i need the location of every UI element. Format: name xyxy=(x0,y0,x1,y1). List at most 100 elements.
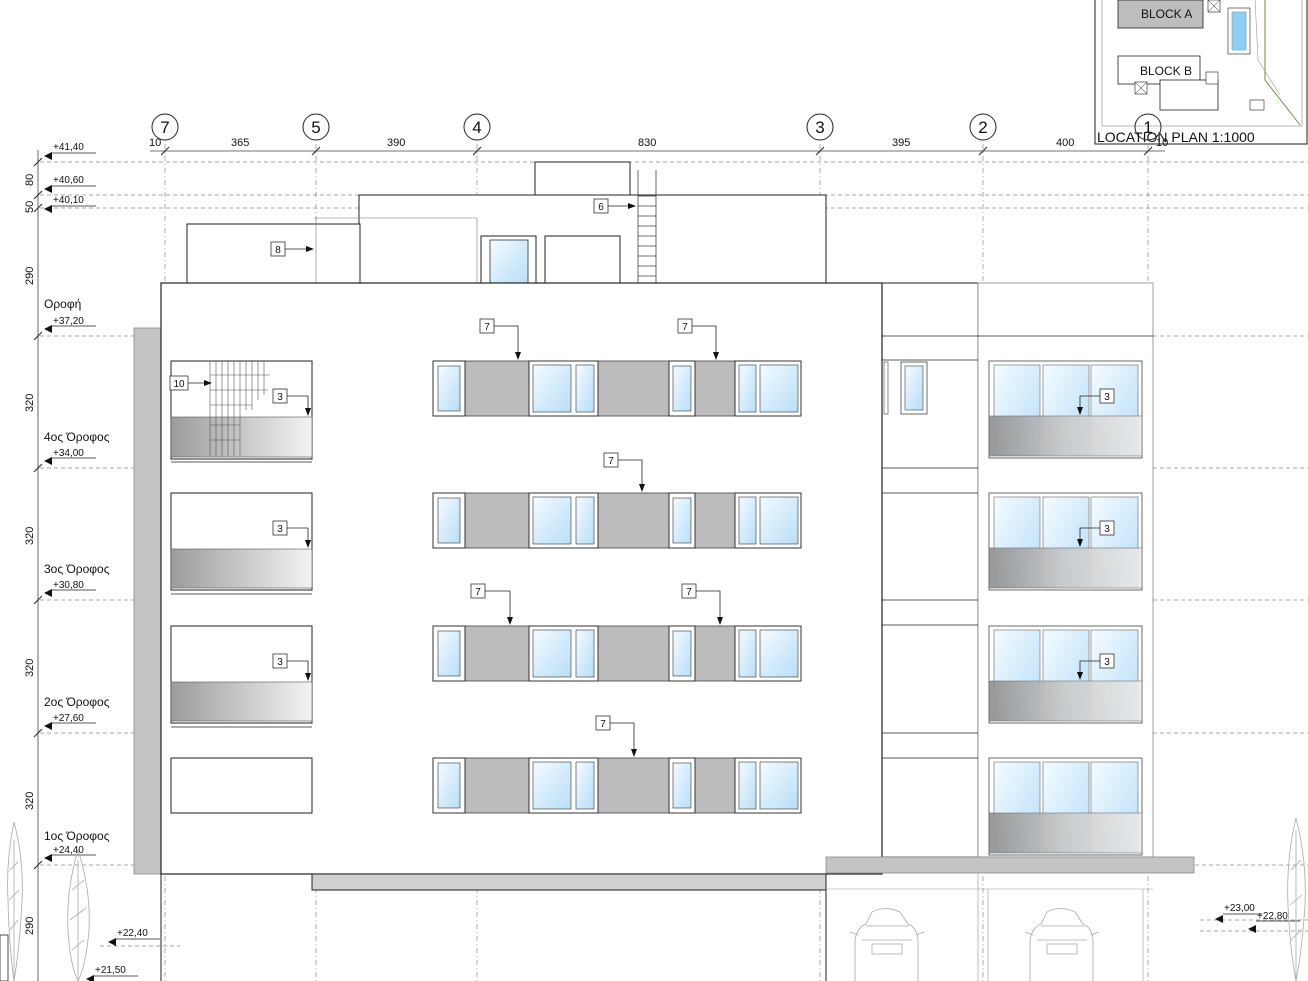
location-plan: BLOCK A BLOCK B LOCATION PLAN 1:1000 xyxy=(1094,0,1308,145)
level-marker: +22,80 xyxy=(1248,911,1300,933)
callout-tag-7: 7 xyxy=(470,583,513,625)
svg-text:3: 3 xyxy=(277,392,283,403)
svg-text:3: 3 xyxy=(815,118,824,137)
level-marker: +40,60 xyxy=(44,175,96,193)
svg-text:8: 8 xyxy=(275,245,281,256)
dim-v-3: 290 xyxy=(24,267,36,285)
dim-top-7: 10 xyxy=(1156,137,1168,149)
level-marker: +23,00 xyxy=(1215,903,1262,923)
svg-text:7: 7 xyxy=(608,456,614,467)
callout-tag-3: 3 xyxy=(272,520,311,548)
tree-icon xyxy=(1287,817,1306,981)
dim-top-4: 830 xyxy=(638,137,656,149)
svg-text:7: 7 xyxy=(475,587,481,598)
axis-bubbles: 7 5 4 3 2 1 xyxy=(151,113,1162,141)
svg-text:+24,40: +24,40 xyxy=(53,845,84,856)
svg-text:2: 2 xyxy=(978,118,987,137)
dim-v-8: 290 xyxy=(24,917,36,935)
base-slab xyxy=(311,873,827,891)
floor-name-roof: Οροφή xyxy=(44,297,81,311)
callout-tag-3: 3 xyxy=(1077,388,1115,415)
window-strip-4th xyxy=(432,360,802,417)
retaining-wall xyxy=(0,934,9,981)
svg-text:+40,60: +40,60 xyxy=(53,175,84,186)
floor-name-2nd: 2ος Όροφος xyxy=(44,695,110,709)
floor-name-3rd: 3ος Όροφος xyxy=(44,562,110,576)
axis-bubble-3: 3 xyxy=(806,113,834,141)
level-marker: +30,80 xyxy=(44,580,96,597)
car-icon xyxy=(849,908,925,981)
callout-tag-3: 3 xyxy=(1077,520,1115,547)
svg-text:3: 3 xyxy=(1104,657,1110,668)
svg-text:7: 7 xyxy=(160,118,169,137)
window-strip-2nd xyxy=(432,625,802,682)
svg-text:3: 3 xyxy=(1104,524,1110,535)
floor-name-4th: 4ος Όροφος xyxy=(44,430,110,444)
svg-text:+27,60: +27,60 xyxy=(53,713,84,724)
svg-text:7: 7 xyxy=(600,719,606,730)
left-balcony-bay xyxy=(170,360,313,814)
floor-name-1st: 1ος Όροφος xyxy=(44,829,110,843)
callout-tag-7: 7 xyxy=(603,452,645,492)
level-marker: +24,40 xyxy=(44,845,96,862)
callout-tag-7: 7 xyxy=(677,318,719,360)
level-marker: +22,40 xyxy=(108,928,160,946)
glazed-bay-1st xyxy=(988,757,1143,856)
dim-top-1: 10 xyxy=(149,137,161,149)
window-strip-3rd xyxy=(432,492,802,549)
glazed-bay-2nd xyxy=(988,625,1143,724)
callout-tag-7: 7 xyxy=(681,583,723,625)
svg-text:+41,40: +41,40 xyxy=(53,142,84,153)
car-icon xyxy=(1024,908,1100,981)
level-marker: +40,10 xyxy=(44,195,96,213)
tree-icon xyxy=(7,821,23,981)
callout-tag-8: 8 xyxy=(270,241,314,257)
svg-text:1: 1 xyxy=(1143,118,1152,137)
svg-text:+23,00: +23,00 xyxy=(1224,903,1255,914)
callout-tag-3: 3 xyxy=(272,653,311,681)
tree-icon xyxy=(67,848,90,981)
svg-text:+22,80: +22,80 xyxy=(1257,911,1288,922)
side-column xyxy=(133,327,162,875)
dim-v-6: 320 xyxy=(24,659,36,677)
callout-tag-10: 10 xyxy=(169,375,212,391)
svg-text:+22,40: +22,40 xyxy=(117,928,148,939)
right-glazed-bay xyxy=(988,360,1143,856)
dim-v-5: 320 xyxy=(24,527,36,545)
block-a-label: BLOCK A xyxy=(1141,7,1192,21)
dim-top-3: 390 xyxy=(387,137,405,149)
block-a-footprint xyxy=(1117,0,1204,29)
svg-text:+40,10: +40,10 xyxy=(53,195,84,206)
callout-tag-6: 6 xyxy=(593,198,636,214)
callout-tag-3: 3 xyxy=(1077,653,1115,680)
svg-text:3: 3 xyxy=(1104,392,1110,403)
svg-text:3: 3 xyxy=(277,657,283,668)
svg-text:+30,80: +30,80 xyxy=(53,580,84,591)
block-b-footprint xyxy=(1117,55,1201,85)
dim-top-5: 395 xyxy=(892,137,910,149)
dim-top-6: 400 xyxy=(1056,137,1074,149)
svg-text:3: 3 xyxy=(277,524,283,535)
svg-text:+37,20: +37,20 xyxy=(53,316,84,327)
level-marker: +37,20 xyxy=(44,316,96,333)
level-marker: +34,00 xyxy=(44,448,96,465)
level-marker: +27,60 xyxy=(44,713,96,730)
glazed-bay-3rd xyxy=(988,492,1143,591)
callout-tag-7: 7 xyxy=(479,318,521,360)
floor-names: Οροφή 4ος Όροφος 3ος Όροφος 2ος Όροφος 1… xyxy=(44,297,110,843)
axis-bubble-4: 4 xyxy=(463,113,491,141)
location-plan-title: LOCATION PLAN 1:1000 xyxy=(1097,129,1255,145)
svg-text:+21,50: +21,50 xyxy=(95,965,126,976)
callout-tag-3: 3 xyxy=(272,388,311,416)
dim-v-7: 320 xyxy=(24,792,36,810)
axis-bubble-1: 1 xyxy=(1134,113,1162,141)
dim-v-1: 80 xyxy=(24,174,36,186)
axis-bubble-7: 7 xyxy=(151,113,179,141)
svg-text:6: 6 xyxy=(598,202,604,213)
window-strips xyxy=(432,360,802,814)
callout-tag-7: 7 xyxy=(595,715,637,757)
window-strip-1st xyxy=(432,757,802,814)
svg-text:5: 5 xyxy=(311,118,320,137)
svg-text:7: 7 xyxy=(682,322,688,333)
